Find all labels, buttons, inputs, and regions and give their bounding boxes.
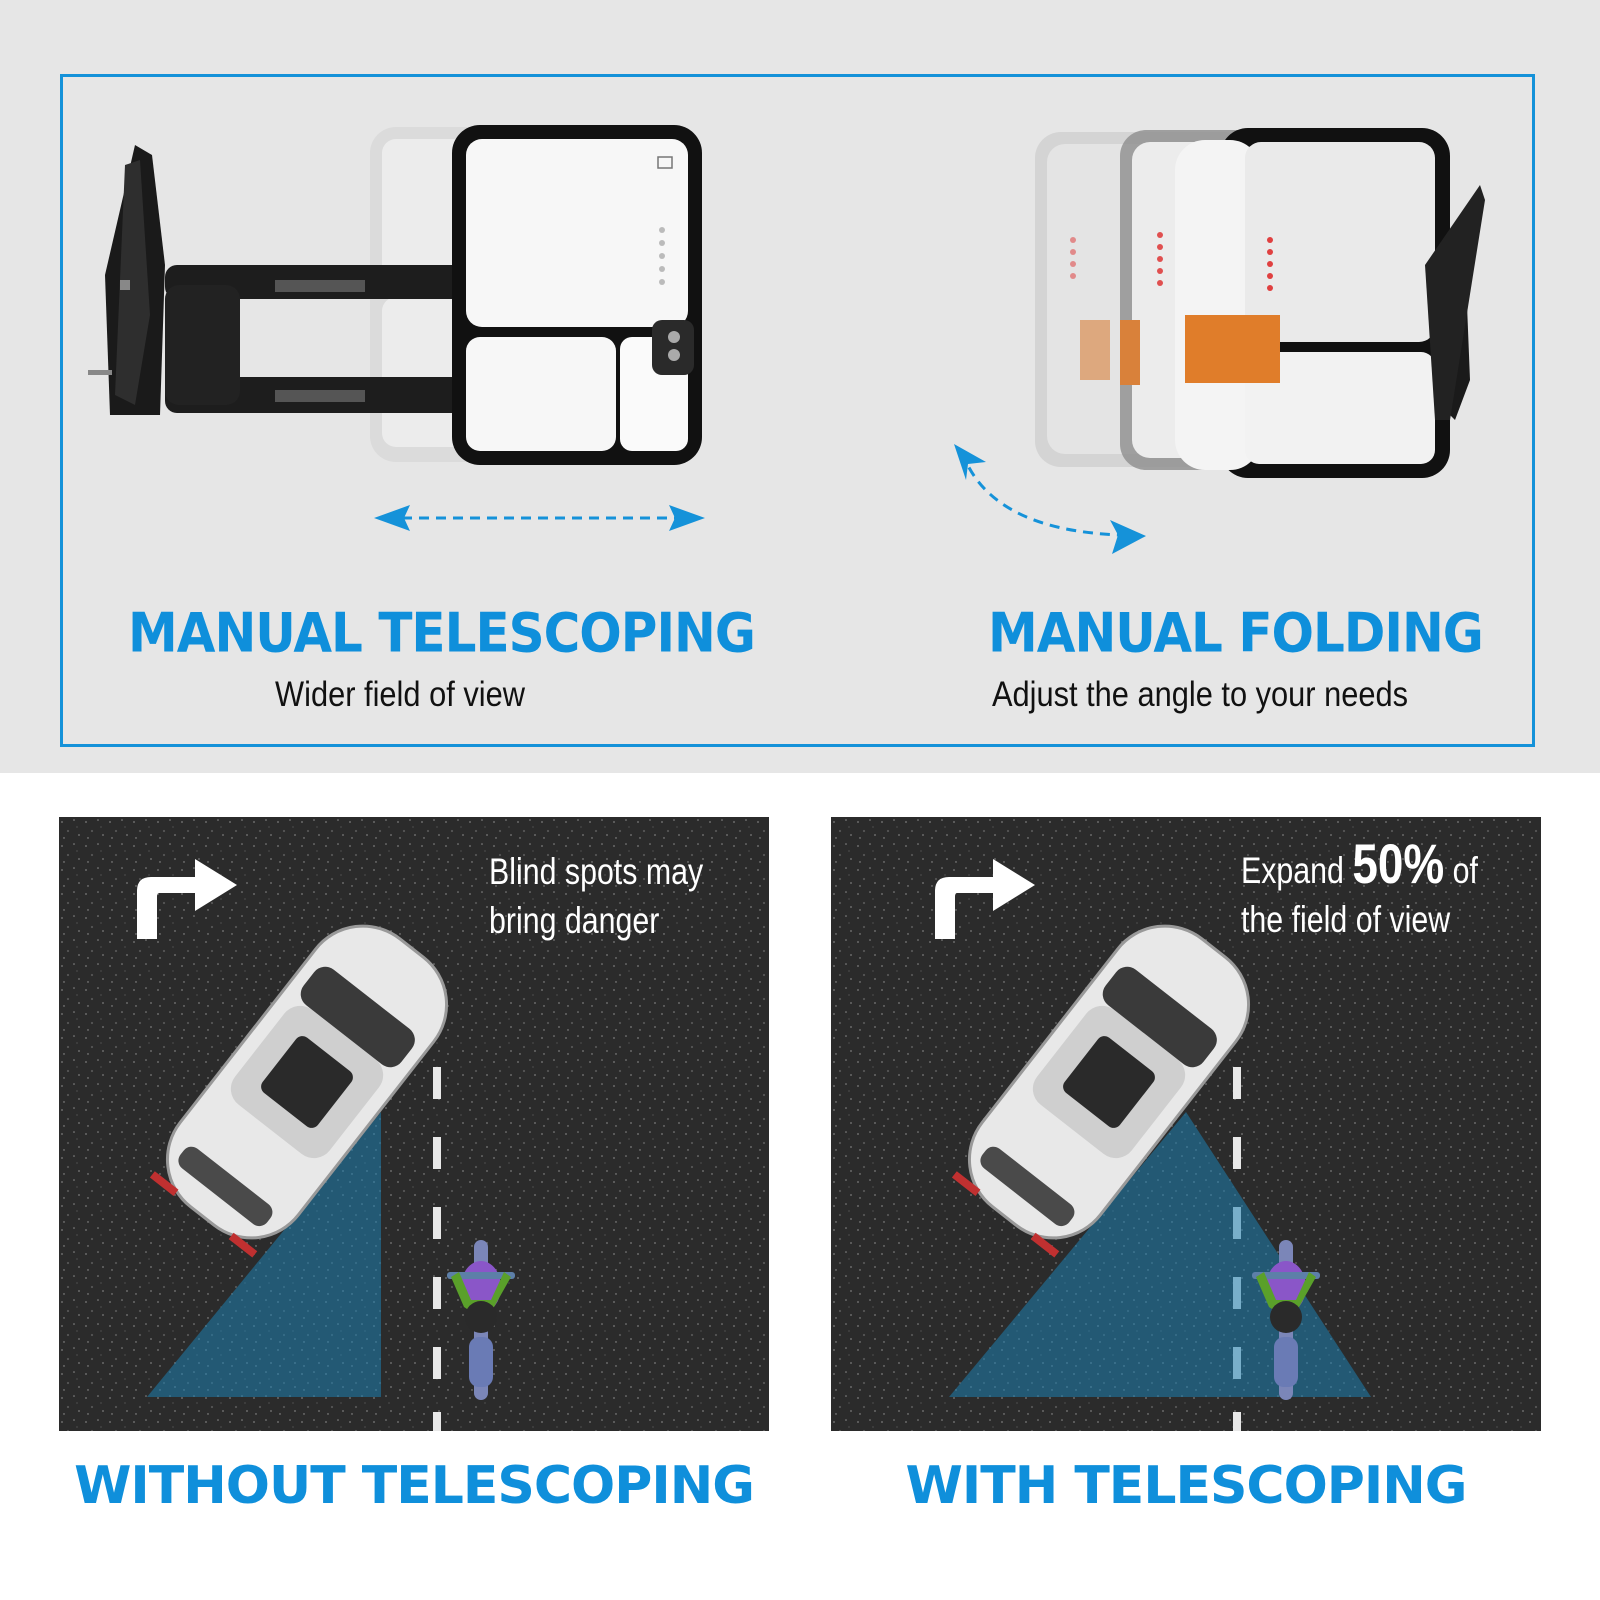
telescoping-mirror-image bbox=[88, 125, 702, 465]
horizontal-double-arrow-icon bbox=[374, 505, 705, 531]
expand-note-percent: 50% bbox=[1352, 832, 1445, 895]
with-telescoping-title: WITH TELESCOPING bbox=[905, 1456, 1468, 1516]
motorcycle-icon bbox=[1252, 1240, 1320, 1400]
with-telescoping-scene: Expand 50% of the field of view bbox=[831, 817, 1541, 1431]
without-telescoping-scene: Blind spots may bring danger bbox=[59, 817, 769, 1431]
car-icon bbox=[951, 924, 1251, 1258]
view-cone bbox=[949, 1112, 1371, 1397]
features-frame bbox=[60, 74, 1535, 747]
folding-mirror-image bbox=[1035, 128, 1485, 478]
expand-view-note-line1: Expand 50% of bbox=[1241, 836, 1478, 895]
blind-spot-note: Blind spots may bring danger bbox=[489, 847, 703, 945]
expand-note-pre: Expand bbox=[1241, 850, 1353, 891]
car-icon bbox=[149, 924, 449, 1258]
telescoping-subtitle: Wider field of view bbox=[275, 675, 525, 714]
expand-view-note-line2: the field of view bbox=[1241, 899, 1451, 940]
expand-note-post: of bbox=[1444, 850, 1478, 891]
folding-subtitle: Adjust the angle to your needs bbox=[991, 675, 1409, 714]
blind-spot-note-line2: bring danger bbox=[489, 900, 660, 941]
right-turn-arrow-icon bbox=[137, 859, 237, 939]
blind-spot-note-line1: Blind spots may bbox=[489, 851, 704, 892]
without-telescoping-title: WITHOUT TELESCOPING bbox=[74, 1456, 755, 1516]
expand-view-note: Expand 50% of the field of view bbox=[1241, 836, 1478, 944]
right-turn-arrow-icon bbox=[935, 859, 1035, 939]
motorcycle-icon bbox=[447, 1240, 515, 1400]
telescoping-title: MANUAL TELESCOPING bbox=[128, 601, 756, 665]
curved-double-arrow-icon bbox=[954, 444, 1146, 554]
folding-title: MANUAL FOLDING bbox=[988, 601, 1484, 665]
